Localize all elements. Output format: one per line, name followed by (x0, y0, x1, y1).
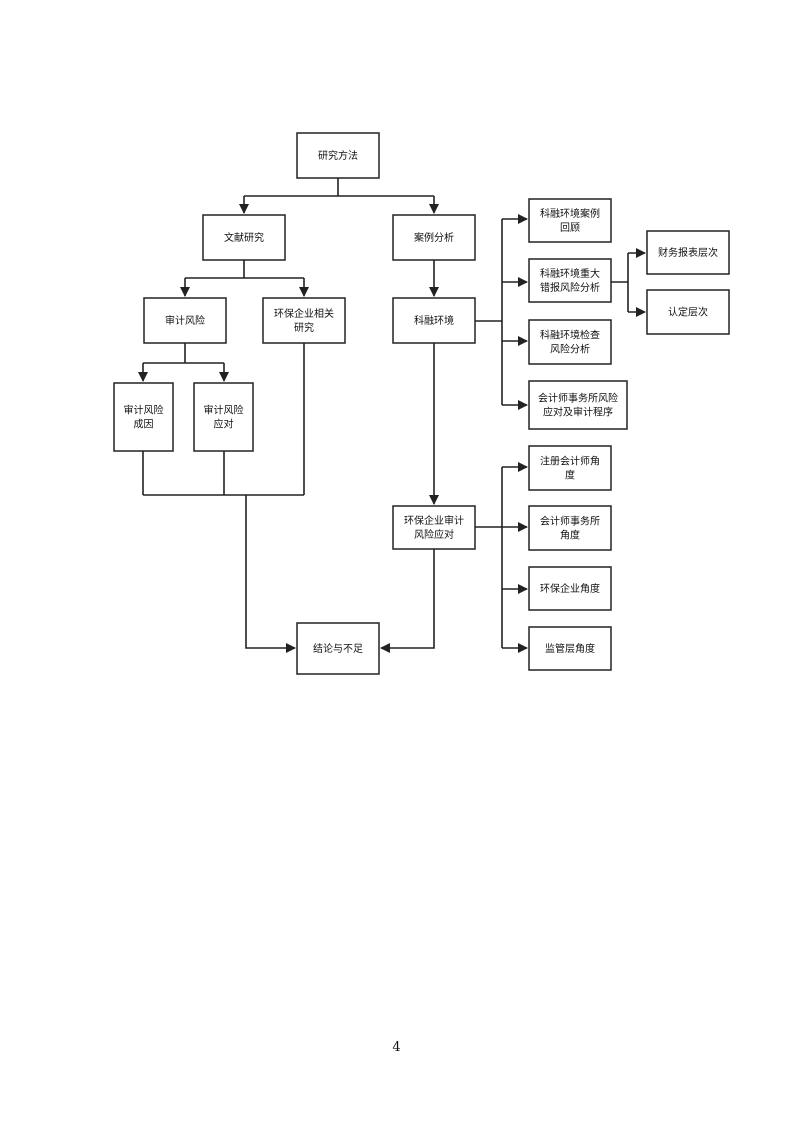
node-label-line: 认定层次 (668, 306, 708, 319)
node-label-line: 研究方法 (318, 149, 358, 162)
node-risk-causes: 审计风险成因 (113, 382, 174, 452)
node-label-line: 文献研究 (224, 231, 264, 244)
node-firm-response: 会计师事务所风险应对及审计程序 (528, 380, 628, 430)
node-label: 审计风险应对 (204, 404, 244, 431)
node-label-line: 审计风险 (165, 314, 205, 327)
node-label-line: 环保企业相关 (274, 307, 334, 320)
node-risk-response: 审计风险应对 (193, 382, 254, 452)
node-label: 案例分析 (414, 231, 454, 244)
node-label-line: 风险应对 (414, 528, 454, 541)
node-label-line: 审计风险 (124, 404, 164, 417)
node-label: 认定层次 (668, 306, 708, 319)
node-literature-research: 文献研究 (202, 214, 286, 261)
node-audit-risk: 审计风险 (143, 297, 227, 344)
node-label: 监管层角度 (545, 642, 595, 655)
node-label: 科融环境 (414, 314, 454, 327)
node-env-enterprise-research: 环保企业相关研究 (262, 297, 346, 344)
node-label-line: 成因 (134, 419, 154, 431)
node-label: 科融环境案例回顾 (540, 207, 600, 234)
node-conclusion: 结论与不足 (296, 622, 380, 675)
node-label-line: 回顾 (560, 222, 580, 234)
node-label: 注册会计师角度 (540, 455, 600, 482)
node-label: 文献研究 (224, 231, 264, 244)
node-label: 会计师事务所风险应对及审计程序 (538, 392, 618, 419)
node-label: 环保企业角度 (540, 582, 600, 595)
node-enterprise-view: 环保企业角度 (528, 566, 612, 611)
node-label-line: 会计师事务所 (540, 515, 600, 528)
node-label-line: 科融环境重大 (540, 267, 600, 280)
node-label-line: 风险分析 (550, 343, 590, 356)
node-firm-view: 会计师事务所角度 (528, 505, 612, 551)
node-label: 审计风险 (165, 314, 205, 327)
node-label: 环保企业审计风险应对 (404, 514, 464, 541)
node-kerong-environment: 科融环境 (392, 297, 476, 344)
node-label: 会计师事务所角度 (540, 515, 600, 542)
node-label-line: 结论与不足 (313, 642, 363, 655)
node-label-line: 环保企业审计 (404, 514, 464, 527)
node-label-line: 审计风险 (204, 404, 244, 417)
node-label: 科融环境检查风险分析 (540, 329, 600, 356)
node-misstatement-analysis: 科融环境重大错报风险分析 (528, 258, 612, 303)
node-label-line: 监管层角度 (545, 642, 595, 655)
node-label-line: 案例分析 (414, 231, 454, 244)
node-label-line: 角度 (560, 529, 580, 542)
node-label-line: 科融环境 (414, 314, 454, 327)
node-financial-level: 财务报表层次 (646, 230, 730, 275)
nodes: 研究方法 文献研究 案例分析 审计风险 环保企业相关研究 科融环境 审计风险成因 (113, 132, 730, 675)
node-label-line: 应对 (214, 418, 234, 431)
node-research-methods: 研究方法 (296, 132, 380, 179)
node-cpa-view: 注册会计师角度 (528, 445, 612, 491)
node-label-line: 注册会计师角 (540, 455, 600, 468)
node-case-analysis: 案例分析 (392, 214, 476, 261)
node-label-line: 会计师事务所风险 (538, 392, 618, 405)
node-env-audit-response: 环保企业审计风险应对 (392, 505, 476, 550)
page-number: 4 (392, 1040, 401, 1055)
node-case-review: 科融环境案例回顾 (528, 198, 612, 243)
node-label: 研究方法 (318, 149, 358, 162)
node-label: 环保企业相关研究 (274, 307, 334, 334)
node-inspection-analysis: 科融环境检查风险分析 (528, 319, 612, 365)
node-label-line: 科融环境检查 (540, 329, 600, 342)
node-assertion-level: 认定层次 (646, 289, 730, 335)
node-label: 审计风险成因 (124, 404, 164, 431)
node-label-line: 财务报表层次 (658, 246, 718, 259)
node-label-line: 环保企业角度 (540, 582, 600, 595)
edge-left-to-conclusion (245, 495, 296, 653)
node-label-line: 度 (565, 469, 575, 482)
node-label-line: 错报风险分析 (540, 281, 600, 294)
node-label: 财务报表层次 (658, 246, 718, 259)
node-label-line: 应对及审计程序 (543, 406, 613, 419)
edges (138, 178, 646, 653)
node-label-line: 研究 (294, 321, 314, 334)
node-label: 科融环境重大错报风险分析 (540, 267, 600, 294)
node-regulator-view: 监管层角度 (528, 626, 612, 671)
edge-env-response-to-conclusion (380, 549, 435, 653)
node-label-line: 科融环境案例 (540, 207, 600, 220)
node-label: 结论与不足 (313, 642, 363, 655)
